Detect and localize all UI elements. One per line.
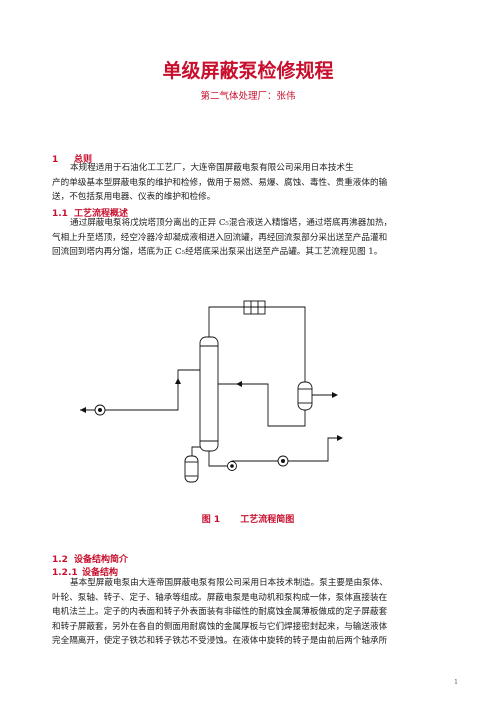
figure-label: 图 1	[201, 515, 221, 525]
text-line: 电机法兰上。定子的内表面和转子外表面装有非磁性的耐腐蚀金属薄板做成的定子屏蔽套	[52, 607, 388, 618]
feed-line	[80, 369, 200, 411]
air-cooler	[243, 300, 266, 315]
text-line: 通过屏蔽电泵将戊烷塔顶分离出的正异 C₅混合液送入精馏塔，通过塔底再沸器加热，	[70, 218, 393, 228]
text-line: 回流回到塔内再分馏，塔底为正 C₅经塔底采出泵采出送至产品罐。其工艺流程见图 1…	[52, 247, 383, 258]
distillation-column	[199, 336, 219, 452]
document-title: 单级屏蔽泵检修规程	[162, 60, 334, 82]
section-number: 1	[52, 155, 59, 165]
section-title: 总则	[74, 155, 93, 165]
section-heading-process: 1.1 工艺流程概述	[52, 206, 128, 219]
document-subtitle: 第二气体处理厂：张伟	[200, 91, 296, 102]
text-line: 完全隔离开，使定子铁芯和转子铁芯不受浸蚀。在液体中旋转的转子是由前后两个轴承所	[52, 636, 388, 647]
figure-title: 工艺流程简图	[240, 515, 295, 525]
arrow-up	[175, 378, 181, 384]
page-number: 1	[454, 679, 458, 686]
section-title: 设备结构简介	[74, 555, 129, 565]
paragraph-process: 通过屏蔽电泵将戊烷塔顶分离出的正异 C₅混合液送入精馏塔，通过塔底再沸器加热， …	[52, 216, 447, 260]
reflux-drum	[297, 381, 313, 411]
text-line: 产的单级基本型屏蔽电泵的维护和检修，做用于易燃、易爆、腐蚀、毒性、贵重液体的输	[52, 177, 388, 188]
section-title: 工艺流程概述	[74, 209, 129, 219]
condensate-line	[265, 306, 306, 382]
overhead-line	[208, 306, 244, 327]
paragraph-general: 本规程适用于石油化工工艺厂，大连帝国屏蔽电泵有限公司采用日本技术生 产的单级基本…	[52, 161, 447, 205]
section-heading-equipment: 1.2.1 设备结构	[52, 565, 118, 578]
text-line: 送，不包括泵用电器、仪表的维护和检修。	[52, 192, 216, 203]
text-line: 和转子屏蔽套，另外在各自的侧面用耐腐蚀的金属厚板与它们焊接密封起来，与输送液体	[52, 621, 388, 632]
arrow-right-2	[337, 435, 343, 441]
arrow-right	[332, 392, 338, 398]
text-line: 叶轮、泵轴、转子、定子、轴承等组成。屏蔽电泵是电动机和泵构成一体，泵体直接装在	[52, 592, 388, 603]
section-number: 1.2	[52, 555, 68, 565]
text-line: 本规程适用于石油化工工艺厂，大连帝国屏蔽电泵有限公司采用日本技术生	[70, 163, 354, 173]
arrow-feed	[80, 407, 86, 413]
text-line: 基本型屏蔽电泵由大连帝国屏蔽电泵有限公司采用日本技术制造。泵主要是由泵体、	[70, 578, 388, 588]
bottoms-line	[208, 437, 340, 467]
reboiler	[184, 455, 199, 483]
reflux-line	[218, 383, 306, 427]
section-heading-structure: 1.2 设备结构简介	[52, 552, 128, 565]
text-line: 气相上升至塔顶，经空冷器冷却凝成液相进入回流罐，再经回流泵部分采出送至产品灌和	[52, 232, 388, 243]
section-number: 1.2.1	[52, 568, 78, 578]
section-number: 1.1	[52, 209, 68, 219]
arrow-left	[236, 381, 242, 387]
reboiler-loop	[191, 446, 200, 456]
section-title: 设备结构	[82, 568, 119, 578]
section-heading-general: 1 总则	[52, 152, 92, 165]
figure-caption: 图 1 工艺流程简图	[0, 512, 496, 525]
paragraph-structure: 基本型屏蔽电泵由大连帝国屏蔽电泵有限公司采用日本技术制造。泵主要是由泵体、 叶轮…	[52, 576, 447, 649]
